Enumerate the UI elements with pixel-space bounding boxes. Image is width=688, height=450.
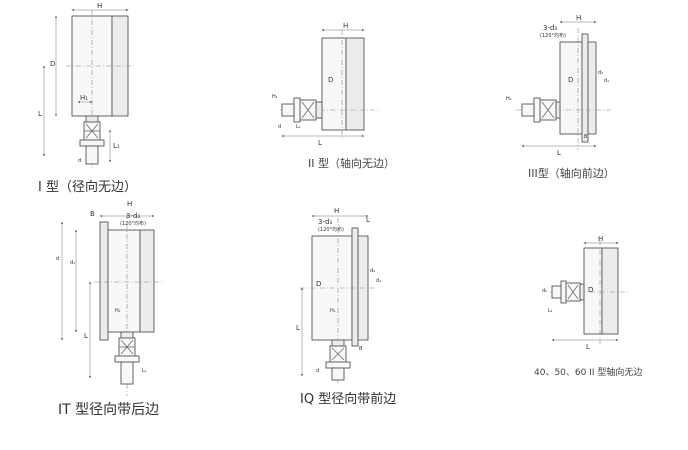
dim-label-d1: d₁ (604, 78, 609, 84)
gauge-case (107, 229, 141, 333)
dim-label-H1: H₁ (272, 94, 278, 100)
gauge-bezel (345, 37, 365, 131)
caption-type-IT: IT 型径向带后边 (58, 402, 159, 418)
gauge-bezel (587, 41, 597, 135)
dim-label-d: d (56, 256, 59, 262)
gauge-case (559, 41, 583, 135)
gauge-bezel (601, 247, 619, 335)
dim-label-L: L (586, 343, 590, 351)
drawing-type-IQ: H L 3-d₃ (120°均布) L D d₄ d₁ H₁ B d (296, 207, 381, 384)
dim-label-d: d (316, 368, 319, 374)
dim-label-3-d3: 3-d₃ (126, 212, 140, 220)
drawing-small-type-II: H D L d₀ L₁ (542, 235, 628, 351)
dim-label-d: d (78, 158, 81, 164)
front-flange (351, 227, 359, 347)
dim-label-L1: L₁ (548, 308, 553, 314)
dim-label-H1: H₁ (330, 308, 336, 314)
dim-label-3-d3: 3-d₃ (318, 218, 332, 226)
dim-label-L1: L₁ (142, 368, 147, 374)
dim-label-H1: H₁ (506, 96, 512, 102)
dim-label-d: d (278, 124, 281, 130)
rear-flange (99, 221, 109, 341)
gauge-bezel (139, 229, 155, 333)
dim-label-H1: H₁ (80, 94, 88, 102)
thread-connector (281, 103, 295, 117)
drawing-type-III: H 3-d₃ (120°均布) D d₄ d₁ L H₁ B (506, 14, 612, 157)
caption-type-IQ: IQ 型径向带前边 (300, 391, 396, 407)
caption-type-I: I 型（径向无边） (38, 179, 137, 195)
dim-label-H: H (334, 207, 339, 215)
thread-connector (120, 361, 134, 385)
dim-label-B: B (90, 210, 95, 218)
socket-collar (315, 101, 323, 119)
drawing-type-IT: H B 3-d₃ (120°均布) d d₁ L H₁ L₁ (56, 200, 162, 396)
thread-connector (521, 103, 535, 117)
dim-label-d4: d₄ (598, 70, 603, 76)
dim-label-d1: d₁ (70, 260, 75, 266)
dim-label-H: H (97, 2, 102, 10)
front-flange (581, 33, 589, 143)
dim-label-H: H (598, 235, 603, 243)
dim-label-H1: H₁ (115, 308, 121, 314)
dim-label-L1: L₁ (113, 142, 120, 150)
dim-note-120: (120°均布) (120, 220, 146, 227)
dim-label-d1: d₁ (376, 278, 381, 284)
socket-collar (85, 115, 99, 123)
gauge-case (321, 37, 347, 131)
dim-label-B: B (359, 346, 363, 352)
dim-label-3-d3: 3-d₃ (543, 24, 557, 32)
dim-label-L: L (318, 139, 322, 147)
dim-label-L: L (366, 216, 370, 224)
dim-label-L: L (84, 332, 88, 340)
dim-label-D: D (328, 76, 333, 84)
dim-label-L: L (38, 110, 42, 118)
dim-note-120: (120°均布) (318, 226, 344, 233)
dim-label-L-vertical: L (296, 324, 300, 332)
dim-label-D: D (588, 286, 593, 294)
dim-label-B: B (584, 134, 588, 140)
dim-label-D: D (316, 280, 321, 288)
caption-small-type-II: 40、50、60 II 型轴向无边 (534, 366, 642, 378)
dim-note-120: (120°均布) (540, 32, 566, 39)
dim-label-d4: d₄ (370, 268, 375, 274)
dim-label-L: L (557, 149, 561, 157)
dim-label-L1: L₁ (296, 124, 301, 130)
drawing-type-I: H D L H₁ L₁ d (38, 2, 134, 170)
dim-label-D: D (568, 76, 573, 84)
dim-label-H: H (576, 14, 581, 22)
dim-label-H: H (127, 200, 132, 208)
caption-type-II: II 型（轴向无边） (308, 156, 395, 170)
thread-connector (331, 367, 345, 381)
dim-label-d0: d₀ (542, 288, 547, 294)
drawing-type-II: H D L H₁ d L₁ (272, 22, 380, 147)
dim-label-H: H (343, 22, 348, 30)
dim-label-D: D (50, 60, 55, 68)
thread-connector (85, 145, 99, 165)
thread-connector (551, 285, 562, 299)
caption-type-III: III型（轴向前边） (528, 166, 615, 180)
